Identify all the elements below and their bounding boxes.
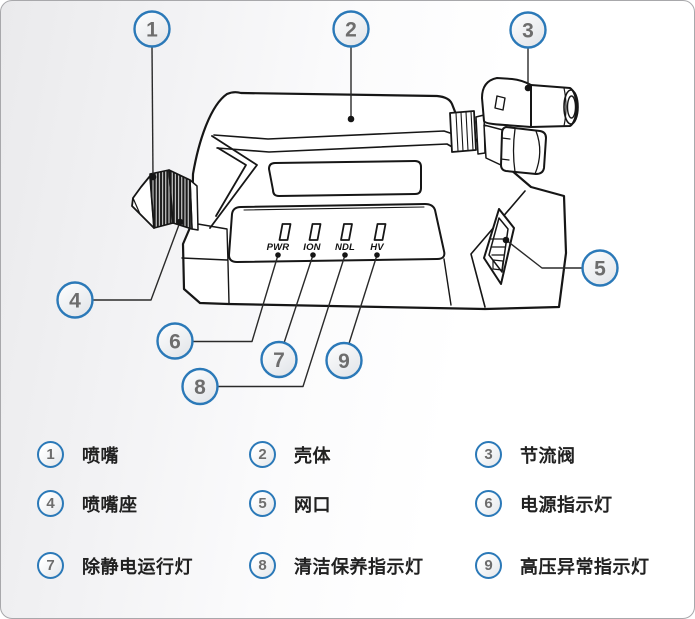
legend-label-6: 电源指示灯 [520,494,613,515]
left-face-lines [181,222,230,304]
leader-line-5 [505,239,583,269]
leader-line-9 [348,254,378,344]
callout-9-num: 9 [338,350,350,373]
legend-circle-9: 9 [475,552,502,579]
callout-2: 2 [332,10,370,48]
led-square-hv [373,223,387,241]
leader-dot-6 [275,252,281,258]
led-square-ndl [340,223,353,241]
led-square-pwr [278,223,292,241]
led-square-ion [308,223,322,241]
legend-circle-5: 5 [249,490,276,517]
device-diagram: PWR ION NDL HV [56,10,619,406]
legend-label-9: 高压异常指示灯 [520,556,650,577]
legend-label-1: 喷嘴 [82,445,119,466]
callout-1-num: 1 [146,19,158,42]
leader-line-7 [283,254,314,344]
leader-dot-1 [149,173,157,181]
led-label-pwr: PWR [267,242,290,253]
leader-line-6 [192,254,279,343]
callouts: 1 2 3 4 5 6 7 [56,10,619,406]
leader-dot-8 [342,252,348,258]
callout-9: 9 [325,341,363,380]
leader-line-1 [151,46,154,178]
nozzle-knurl-ring-rear [168,169,193,230]
led-labels: PWR ION NDL HV [267,242,384,253]
legend-item-6: 6 电源指示灯 [475,490,613,517]
legend-item-7: 7 除静电运行灯 [37,552,193,579]
legend-label-2: 壳体 [294,445,331,466]
callout-3-num: 3 [522,20,534,43]
front-right-edge [443,258,452,306]
legend-item-4: 4 喷嘴座 [37,490,138,517]
chevron-ridge [209,135,258,229]
legend-item-8: 8 清洁保养指示灯 [249,552,424,579]
led-label-ndl: NDL [335,242,355,253]
callout-1: 1 [133,10,171,48]
leader-line-8 [217,254,346,388]
leader-dot-9 [374,252,380,258]
legend-circle-7: 7 [37,552,64,579]
callout-3: 3 [509,11,547,49]
display-window [268,160,422,197]
led-label-hv: HV [370,242,384,253]
legend-item-9: 9 高压异常指示灯 [475,552,650,579]
nozzle [131,169,199,231]
leader-dot-7 [310,252,316,258]
valve-elbow [481,77,532,128]
callout-8-num: 8 [194,376,206,399]
top-band-line [213,130,454,140]
legend-circle-6: 6 [475,490,502,517]
leader-dot-5 [502,236,510,244]
led-panel-inner-edge [243,206,425,211]
legend-label-7: 除静电运行灯 [82,556,193,577]
valve-knob [500,126,547,175]
legend-label-8: 清洁保养指示灯 [294,556,424,577]
ethernet-port [483,208,515,285]
callout-8: 8 [181,367,219,406]
legend-label-5: 网口 [294,494,331,515]
legend-label-3: 节流阀 [520,445,576,466]
leader-dot-3 [524,84,532,92]
callout-2-num: 2 [345,19,357,42]
legend-item-2: 2 壳体 [249,441,331,468]
legend-circle-8: 8 [249,552,276,579]
leader-dots [149,84,532,258]
legend-circle-4: 4 [37,490,64,517]
led-label-ion: ION [303,242,321,253]
legend-item-3: 3 节流阀 [475,441,576,468]
legend-circle-3: 3 [475,441,502,468]
callout-6: 6 [156,322,194,360]
callout-4: 4 [56,281,94,319]
leader-dot-2 [347,115,355,123]
callout-6-num: 6 [169,331,181,354]
callout-7: 7 [260,340,298,379]
legend-item-5: 5 网口 [249,490,331,517]
callout-5: 5 [581,249,619,287]
callout-7-num: 7 [273,349,285,372]
callout-4-num: 4 [69,290,81,313]
leader-line-4 [92,221,181,301]
legend-circle-2: 2 [249,441,276,468]
leader-lines [92,46,583,388]
legend-label-4: 喷嘴座 [82,494,138,515]
right-corner-fold [470,190,526,308]
throttle-valve [449,77,579,175]
chevron-ridge [215,147,247,217]
legend-item-1: 1 喷嘴 [37,441,119,468]
callout-5-num: 5 [594,258,606,281]
top-band-line [216,143,455,153]
leader-dot-4 [176,218,184,226]
led-panel [228,203,446,263]
legend-circle-1: 1 [37,441,64,468]
